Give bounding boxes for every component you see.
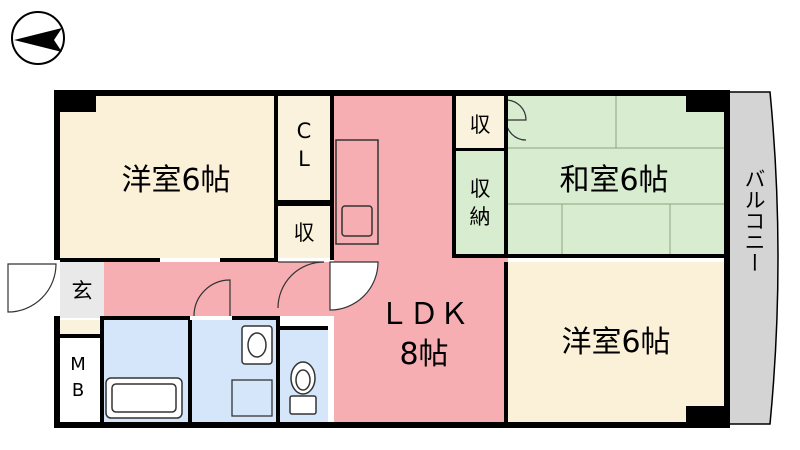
walls (54, 90, 730, 428)
ldk-label-2: 8帖 (399, 337, 448, 372)
meter-box (60, 342, 96, 404)
hallway (104, 262, 334, 316)
storage-mid-label-2: 納 (470, 205, 491, 229)
washbasin-icon (241, 325, 273, 365)
bathtub-icon (105, 377, 183, 419)
kitchen-counter (335, 139, 379, 245)
tatami-lines (508, 96, 724, 254)
balcony (727, 91, 779, 425)
closet-cl-label-2: L (298, 147, 310, 171)
entrance (60, 262, 104, 318)
western-room-1 (60, 96, 274, 258)
storage-top (456, 96, 504, 148)
small-storage-label: 収 (294, 221, 315, 245)
washing-machine-icon (231, 379, 273, 417)
ldk-room (334, 96, 452, 422)
door-swings (7, 99, 527, 317)
shoe-box (60, 320, 100, 334)
meter-box-label-2: B (72, 380, 84, 401)
western-room-2 (508, 262, 724, 422)
storage-mid-label-1: 収 (470, 177, 491, 201)
balcony-label: バルコニー (742, 168, 766, 273)
japanese-room-label: 和室6帖 (559, 163, 668, 198)
closet-cl (278, 96, 330, 200)
ldk-label-1: ＬＤＫ (379, 297, 469, 332)
western-room-1-label: 洋室6帖 (121, 163, 230, 198)
storage-top-label: 収 (470, 113, 491, 137)
entrance-label: 玄 (72, 279, 93, 303)
storage-mid (456, 150, 504, 254)
north-arrow-icon (11, 11, 65, 65)
toilet-icon (289, 361, 317, 415)
ldk-room-extension (452, 258, 508, 422)
small-storage (278, 206, 330, 258)
western-room-2-label: 洋室6帖 (561, 325, 670, 360)
closet-cl-label-1: C (297, 119, 312, 143)
meter-box-label-1: M (70, 354, 86, 375)
